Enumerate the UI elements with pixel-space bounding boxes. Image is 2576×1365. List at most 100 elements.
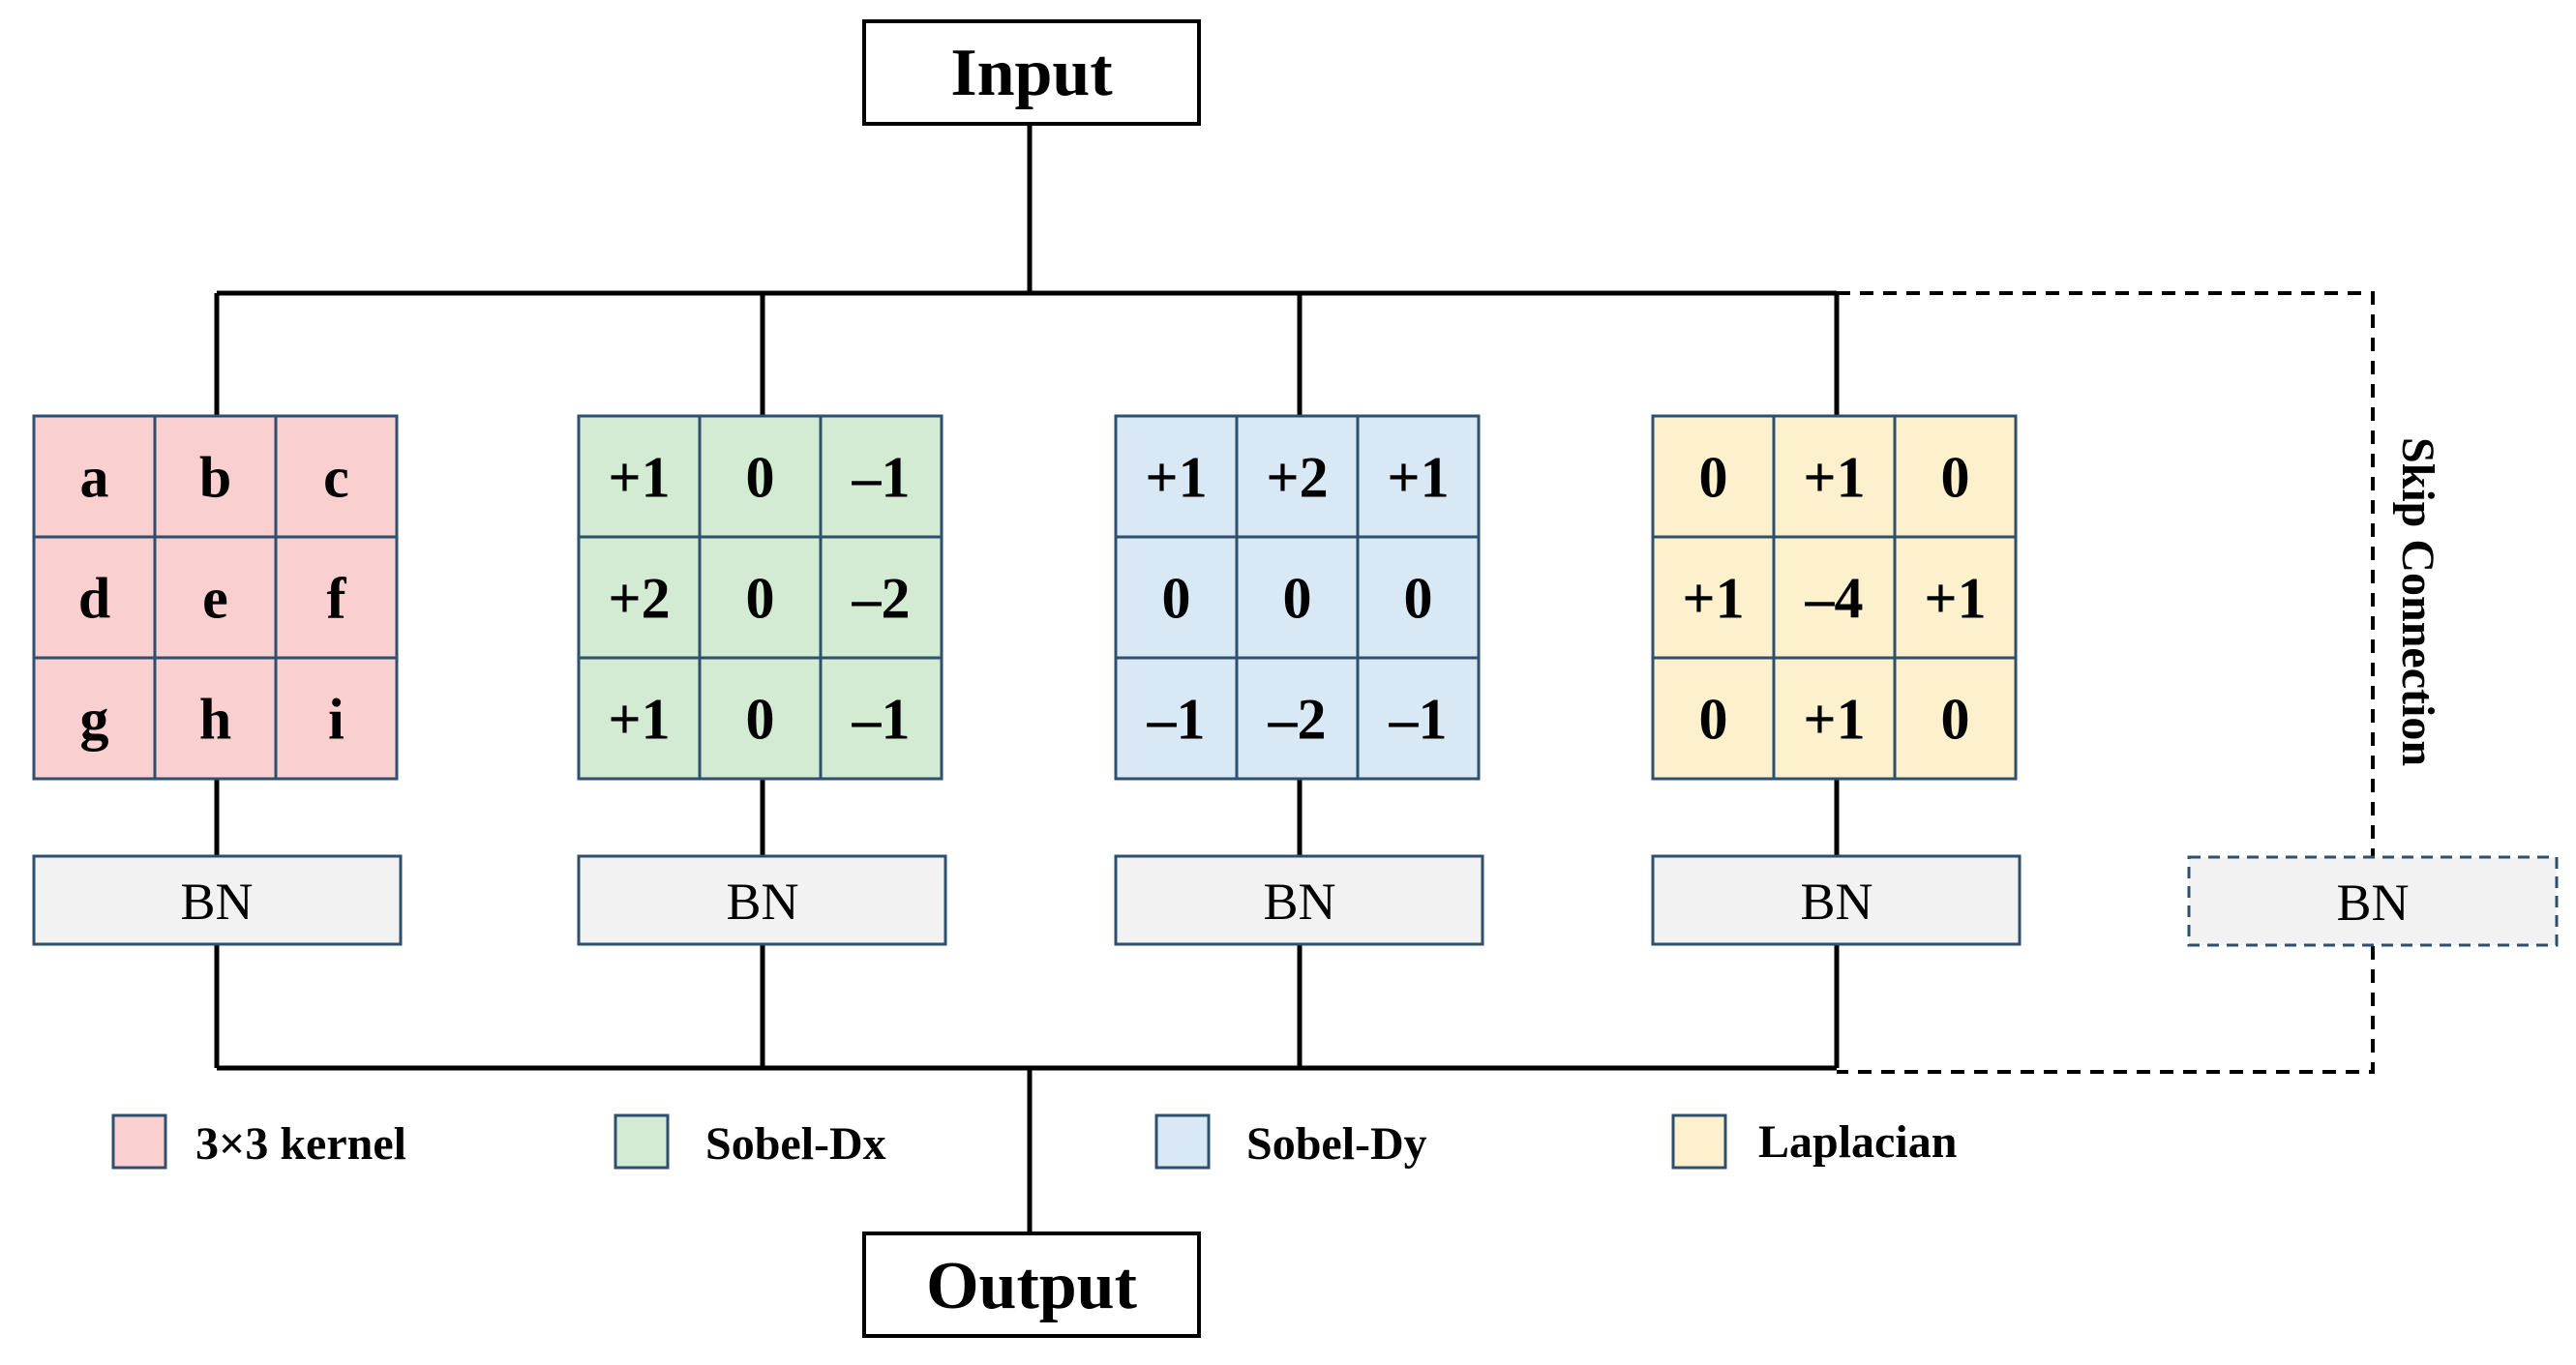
kernel-cell-value: b <box>199 446 231 510</box>
legend-item-sobel-dy: Sobel-Dy <box>1154 1113 1427 1170</box>
kernel-cell-value: +1 <box>608 446 670 510</box>
kernel-cell <box>1356 656 1481 781</box>
kernel-cell <box>577 656 702 781</box>
kernel-cell <box>698 535 823 660</box>
kernel-cell <box>1114 656 1239 781</box>
legend-item-laplacian: Laplacian <box>1671 1113 1957 1170</box>
input-box: Input <box>862 19 1201 126</box>
kernel-cell-value: e <box>202 567 228 631</box>
kernel-cell <box>1893 414 2018 539</box>
kernel-cell-value: 0 <box>1941 688 1970 752</box>
kernel-cell <box>1235 535 1360 660</box>
kernel-cell-value: 0 <box>1699 688 1728 752</box>
kernel-cell <box>32 535 157 660</box>
skip-connection-label: Skip Connection <box>2392 437 2443 766</box>
bn-label: BN <box>180 873 253 931</box>
kernel-cell-value: c <box>323 446 349 510</box>
kernel-cell <box>1772 656 1897 781</box>
kernel-cell <box>153 535 278 660</box>
kernel-cell <box>1893 656 2018 781</box>
kernel-cell-value: –1 <box>852 446 911 510</box>
kernel-cell-value: –1 <box>1147 688 1206 752</box>
kernel-cell-value: g <box>80 688 109 752</box>
legend-item-sobel-dx: Sobel-Dx <box>614 1113 886 1170</box>
bn-box-skip: BN <box>2187 855 2559 947</box>
bn-box-kernel: BN <box>32 854 403 946</box>
kernel-cell-value: 0 <box>1283 567 1312 631</box>
kernel-cell <box>1114 414 1239 539</box>
legend-swatch <box>614 1113 670 1170</box>
kernel-cell <box>274 414 399 539</box>
bn-label: BN <box>2336 874 2409 932</box>
legend-item-kernel: 3×3 kernel <box>111 1113 406 1170</box>
kernel-cell-value: –1 <box>1389 688 1448 752</box>
input-label: Input <box>950 36 1112 110</box>
kernel-cell-value: 0 <box>1699 446 1728 510</box>
kernel-cell-value: –1 <box>852 688 911 752</box>
kernel-cell <box>1356 414 1481 539</box>
bn-box-laplacian: BN <box>1651 854 2022 946</box>
kernel-cell-value: +2 <box>608 567 670 631</box>
kernel-cell-value: +1 <box>608 688 670 752</box>
kernel-cell-value: 0 <box>746 567 775 631</box>
kernel-grid-sobel-dy: +1 +2 +1 0 0 0 –1 –2 –1 <box>1114 414 1481 781</box>
kernel-cell-value: +1 <box>1924 567 1986 631</box>
kernel-cell <box>819 535 944 660</box>
bn-box-sobel-dy: BN <box>1114 854 1484 946</box>
kernel-cell-value: –2 <box>852 567 911 631</box>
kernel-cell-value: +1 <box>1387 446 1449 510</box>
legend: 3×3 kernel Sobel-Dx Sobel-Dy Laplacian <box>111 1113 1957 1170</box>
skip-connection-path <box>1837 291 2375 1074</box>
kernel-cell <box>1651 656 1776 781</box>
kernel-grid-sobel-dx: +1 0 –1 +2 0 –2 +1 0 –1 <box>577 414 944 781</box>
kernel-cell-value: a <box>80 446 109 510</box>
connector-lines <box>214 124 1840 1233</box>
kernel-cell-value: +1 <box>1803 446 1865 510</box>
kernel-cell-value: 0 <box>746 446 775 510</box>
kernel-cell <box>1114 535 1239 660</box>
kernel-cell-value: h <box>199 688 231 752</box>
kernel-cell-value: f <box>327 567 347 631</box>
legend-label: 3×3 kernel <box>195 1118 406 1170</box>
kernel-grid-kernel3x3: a b c d e f g h i <box>32 414 399 781</box>
kernel-cell-value: +1 <box>1803 688 1865 752</box>
kernel-cell-value: +1 <box>1145 446 1207 510</box>
output-box: Output <box>862 1231 1201 1338</box>
kernel-cell <box>577 535 702 660</box>
legend-swatch <box>1671 1113 1727 1170</box>
kernel-cell-value: 0 <box>1941 446 1970 510</box>
kernel-cell <box>32 414 157 539</box>
kernel-cell-value: –4 <box>1805 567 1864 631</box>
legend-swatch <box>1154 1113 1211 1170</box>
kernel-cell <box>32 656 157 781</box>
skip-top-dashed-line <box>1837 291 2375 856</box>
kernel-cell-value: –2 <box>1268 688 1327 752</box>
kernel-cell <box>698 656 823 781</box>
kernel-cell <box>153 656 278 781</box>
skip-bottom-dashed-line <box>1837 946 2375 1074</box>
kernel-cell <box>274 535 399 660</box>
kernel-cell-value: +2 <box>1266 446 1328 510</box>
kernel-cell <box>819 414 944 539</box>
bn-label: BN <box>726 873 798 931</box>
kernel-cell-value: d <box>78 567 110 631</box>
legend-swatch <box>111 1113 167 1170</box>
bn-box-sobel-dx: BN <box>577 854 947 946</box>
kernel-cell-value: 0 <box>1162 567 1191 631</box>
kernel-cell-value: i <box>328 688 344 752</box>
kernel-grids: a b c d e f g h i +1 0 –1 +2 0 –2 +1 0 –1 +1 +2 +1 0 0 0 –1 –2 –1 0… <box>32 414 2018 781</box>
kernel-cell-value: 0 <box>746 688 775 752</box>
bn-label: BN <box>1800 873 1872 931</box>
kernel-cell <box>819 656 944 781</box>
bn-label: BN <box>1263 873 1335 931</box>
legend-label: Sobel-Dy <box>1246 1118 1427 1170</box>
kernel-cell <box>1772 535 1897 660</box>
kernel-cell <box>274 656 399 781</box>
output-label: Output <box>926 1249 1137 1323</box>
kernel-cell-value: 0 <box>1404 567 1433 631</box>
legend-label: Sobel-Dx <box>705 1118 886 1170</box>
kernel-cell <box>1235 414 1360 539</box>
kernel-cell <box>1356 535 1481 660</box>
